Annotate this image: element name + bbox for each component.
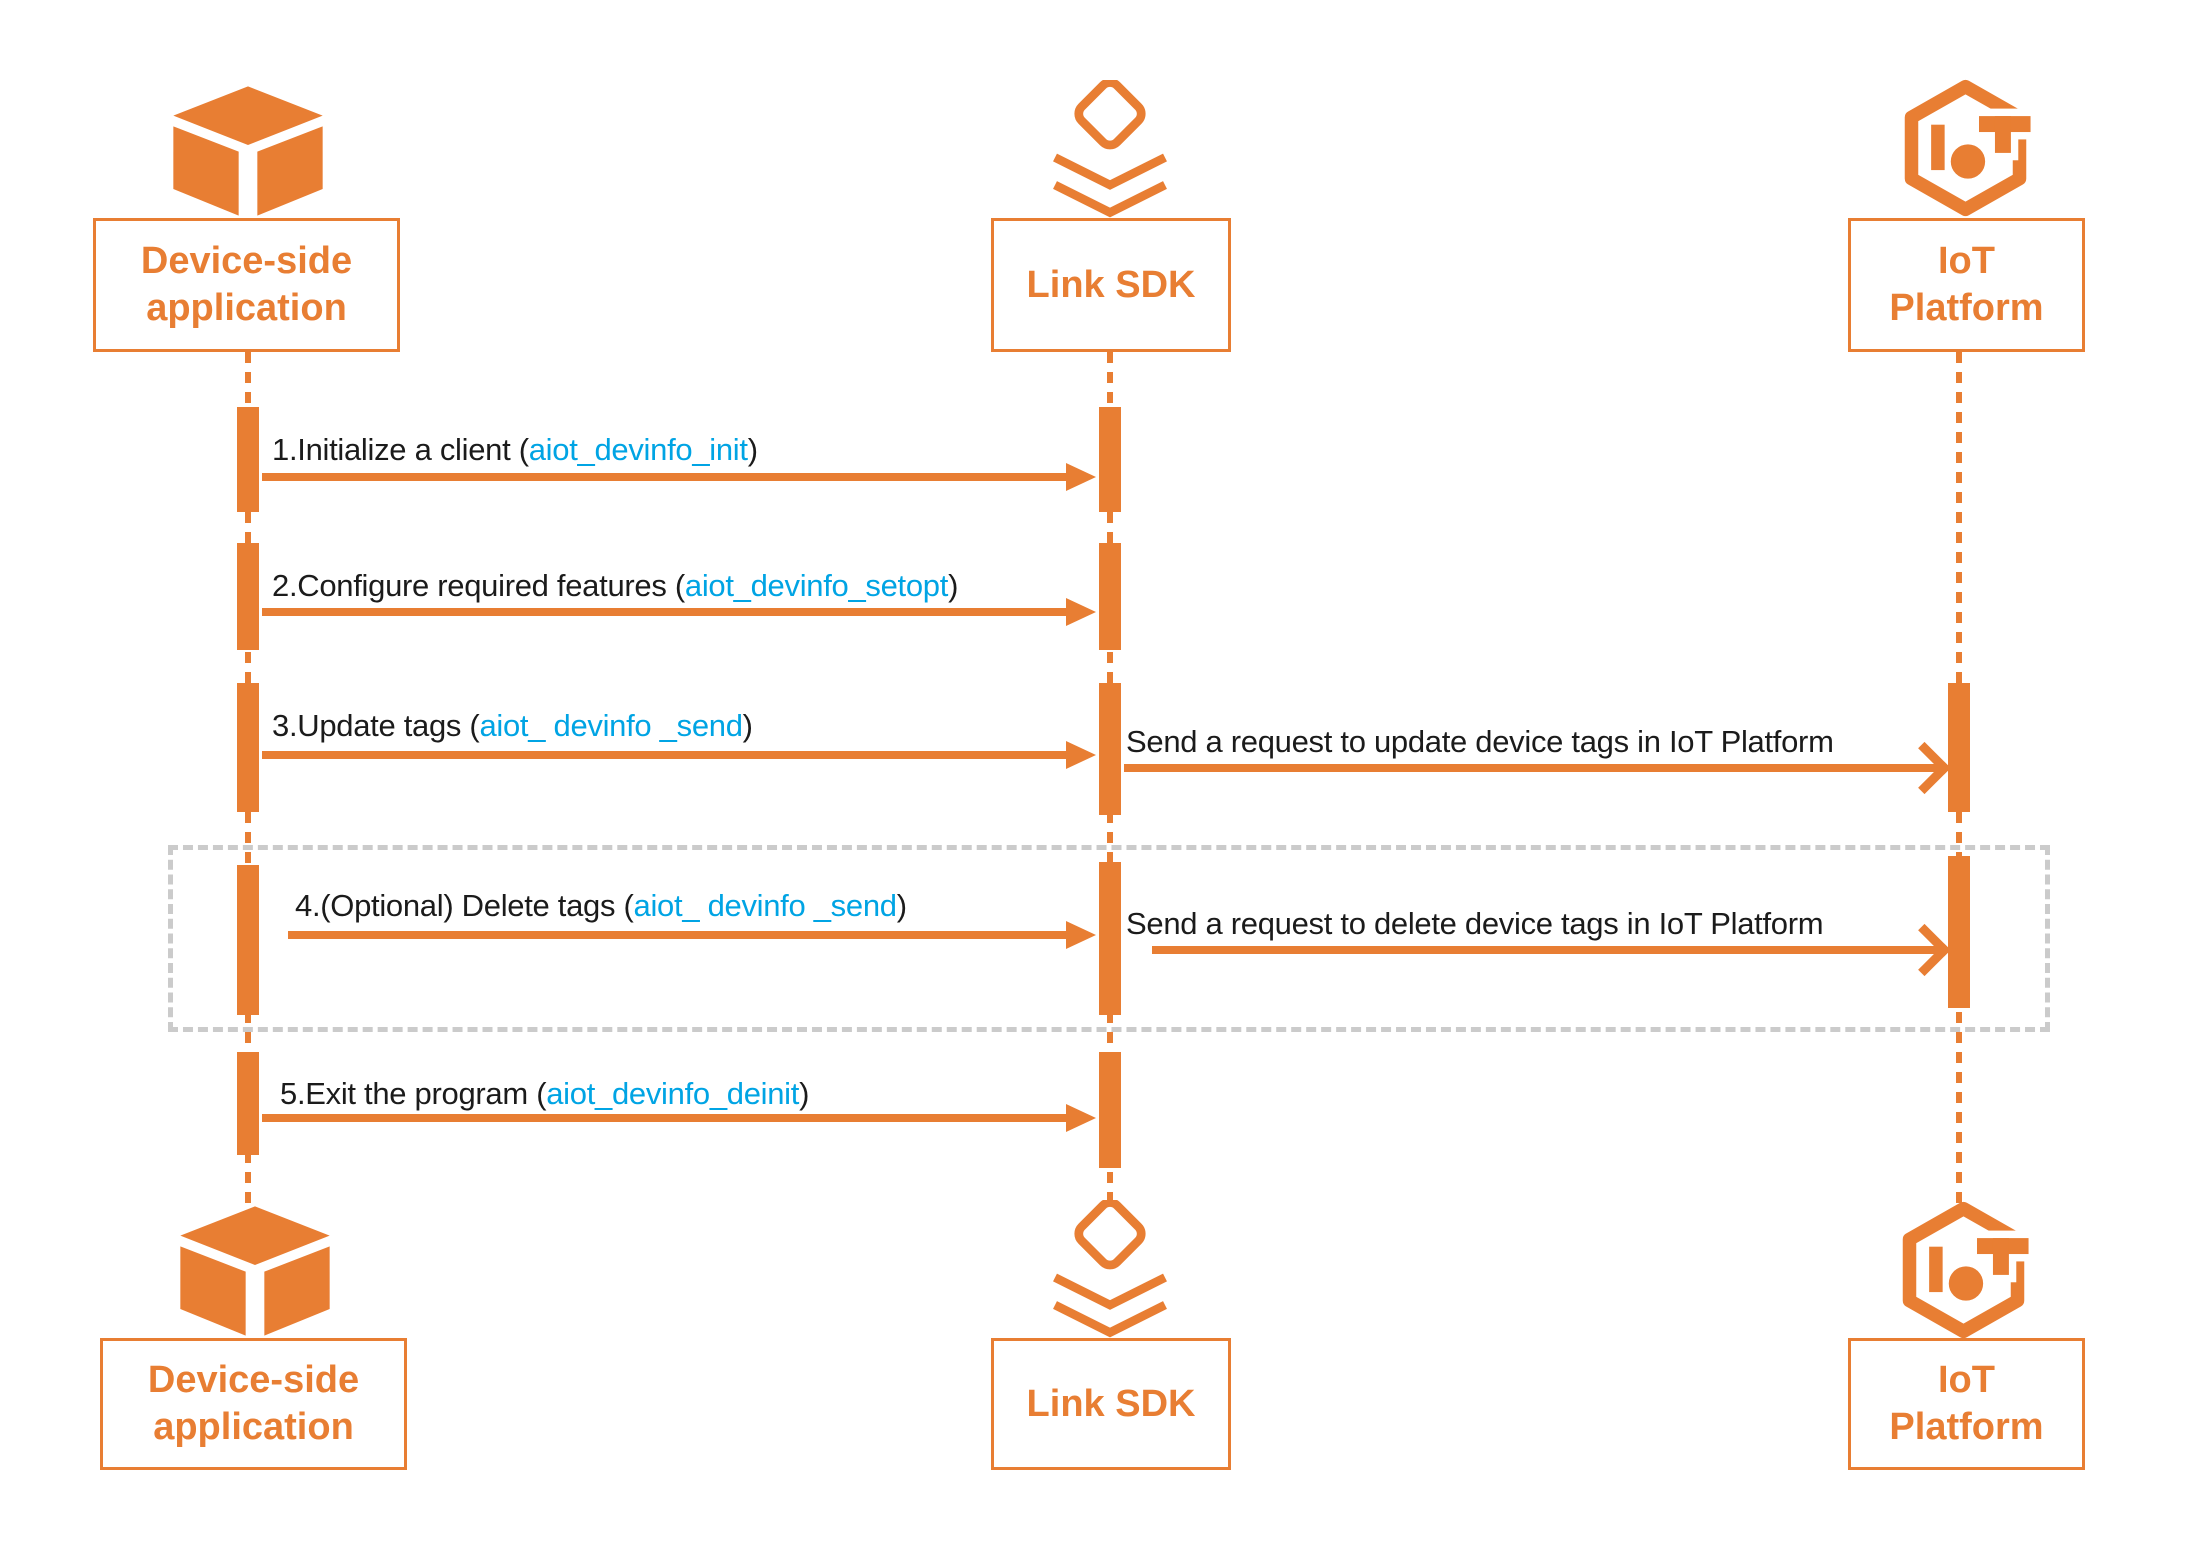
message-4b-arrow: [1152, 946, 1938, 954]
message-3b-label: Send a request to update device tags in …: [1126, 724, 1834, 759]
activation-bar-iot-1: [1948, 683, 1970, 812]
actor-box-device-top: Device-side application: [93, 218, 400, 352]
message-4-arrow: [288, 931, 1067, 939]
activation-bar-sdk-3: [1099, 683, 1121, 815]
link-aiot-devinfo-deinit[interactable]: aiot_devinfo_deinit: [546, 1076, 800, 1111]
actor-box-device-bottom: Device-side application: [100, 1338, 407, 1470]
actor-device-label-line2: application: [146, 287, 347, 329]
activation-bar-sdk-5: [1099, 1052, 1121, 1168]
iot-hexagon-icon: [1898, 78, 2033, 218]
message-3-text: 3.Update tags (: [272, 708, 480, 743]
layers-icon: [1035, 1198, 1185, 1340]
activation-bar-device-1: [237, 407, 259, 512]
activation-bar-device-5: [237, 1052, 259, 1155]
message-1-label: 1.Initialize a client (aiot_devinfo_init…: [272, 432, 758, 467]
message-4-label: 4.(Optional) Delete tags (aiot_ devinfo …: [295, 888, 907, 923]
message-5-label: 5.Exit the program (aiot_devinfo_deinit): [280, 1076, 810, 1111]
message-5-text: 5.Exit the program (: [280, 1076, 547, 1111]
message-4b-label: Send a request to delete device tags in …: [1126, 906, 1824, 941]
activation-bar-sdk-4: [1099, 862, 1121, 1015]
link-aiot-devinfo-init[interactable]: aiot_devinfo_init: [528, 432, 748, 467]
actor-box-sdk-top: Link SDK: [991, 218, 1231, 352]
message-2-arrow: [262, 608, 1067, 616]
activation-bar-sdk-2: [1099, 543, 1121, 650]
message-2-text: 2.Configure required features (: [272, 568, 685, 603]
actor-sdk-label: Link SDK: [1026, 263, 1196, 306]
actor-iot-label-line2: Platform: [1889, 287, 2044, 329]
iot-hexagon-icon: [1896, 1200, 2031, 1340]
message-1-arrow: [262, 473, 1067, 481]
actor-box-iot-bottom: IoT Platform: [1848, 1338, 2085, 1470]
message-2-label: 2.Configure required features (aiot_devi…: [272, 568, 959, 603]
activation-bar-device-2: [237, 543, 259, 650]
link-aiot-devinfo-send-update[interactable]: aiot_ devinfo _send: [479, 708, 743, 743]
activation-bar-sdk-1: [1099, 407, 1121, 512]
layers-icon: [1035, 78, 1185, 220]
message-4-text: 4.(Optional) Delete tags (: [295, 888, 634, 923]
actor-box-iot-top: IoT Platform: [1848, 218, 2085, 352]
cube-icon: [168, 86, 328, 220]
message-5-arrow: [262, 1114, 1067, 1122]
actor-device-label-line1: Device-side: [140, 240, 353, 282]
activation-bar-device-4: [237, 865, 259, 1015]
actor-iot-label-line1: IoT: [1938, 240, 1995, 282]
message-3-arrow: [262, 751, 1067, 759]
link-aiot-devinfo-setopt[interactable]: aiot_devinfo_setopt: [684, 568, 949, 603]
activation-bar-device-3: [237, 683, 259, 812]
cube-icon: [175, 1206, 335, 1340]
actor-box-sdk-bottom: Link SDK: [991, 1338, 1231, 1470]
message-3b-arrow: [1124, 764, 1938, 772]
message-3-label: 3.Update tags (aiot_ devinfo _send): [272, 708, 753, 743]
activation-bar-iot-2: [1948, 856, 1970, 1008]
link-aiot-devinfo-send-delete[interactable]: aiot_ devinfo _send: [633, 888, 897, 923]
message-1-text: 1.Initialize a client (: [272, 432, 529, 467]
